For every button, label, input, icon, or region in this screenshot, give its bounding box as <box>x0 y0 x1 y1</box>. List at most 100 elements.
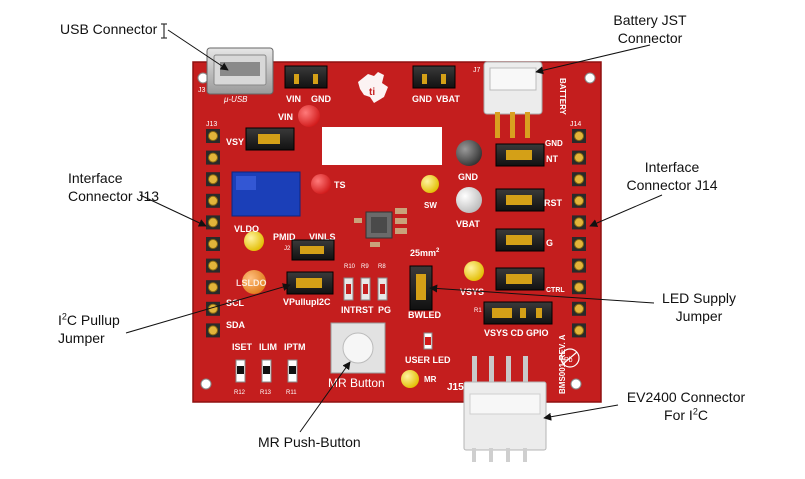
j14-pin-contact-6 <box>574 239 584 249</box>
j14-leader <box>589 194 663 227</box>
nt-label: NT <box>546 154 558 164</box>
vsys-tp-label: VSYS <box>460 287 484 297</box>
g-label: G <box>546 238 553 248</box>
j14-pin-contact-1 <box>574 131 584 141</box>
size-mark: 25mm2 <box>410 248 440 258</box>
battery-label: BATTERY <box>558 78 567 116</box>
ctrl-label: CTRL <box>546 287 565 294</box>
callout-battery-jst: Battery JST Connector <box>612 11 688 47</box>
callout-usb-connector: USB Connector <box>60 20 157 38</box>
j14-pin-contact-7 <box>574 260 584 271</box>
interface-header-j13 <box>206 129 220 338</box>
blue-potentiometer <box>231 171 301 217</box>
lsldo-led <box>242 270 266 294</box>
gnd-test-point <box>456 140 482 166</box>
vinls-label: VINLS <box>309 232 336 242</box>
lsldo-label: LSLDO <box>236 278 267 288</box>
callout-battery-line1: Battery JST <box>613 12 687 28</box>
led-supply-leader <box>429 284 655 304</box>
callout-j14-line1: Interface <box>644 159 700 175</box>
vbat-tp-label: VBAT <box>456 219 480 229</box>
ev2400-leader <box>543 404 619 421</box>
j13-pin-contact-7 <box>208 260 218 271</box>
mr-push-button <box>330 322 386 374</box>
ev2400-sup: 2 <box>692 406 698 417</box>
callout-ev2400: EV2400 Connector For I2C <box>618 388 754 424</box>
callout-battery-line2: Connector <box>617 30 683 46</box>
vin-led-label: VIN <box>278 112 293 122</box>
usb-label: μ-USB <box>223 95 248 104</box>
vsys-label: VSY <box>226 137 244 147</box>
mr-test-point <box>401 370 419 388</box>
j13-label: J13 <box>206 121 217 128</box>
callout-led-supply: LED Supply Jumper <box>654 289 744 325</box>
callout-i2c-pullup-line2: Jumper <box>58 330 105 346</box>
j13-pin-contact-10 <box>208 325 218 336</box>
sw-test-point <box>421 175 439 193</box>
callout-lines <box>125 29 663 433</box>
j14-pin-contact-2 <box>574 152 584 163</box>
callout-i2c-pullup: I2C Pullup Jumper <box>58 311 120 347</box>
r9-label: R9 <box>361 264 369 270</box>
j13-pin-contact-1 <box>208 131 218 141</box>
callout-usb-text: USB Connector <box>60 21 158 37</box>
j13-pin-contact-8 <box>208 282 218 293</box>
j14-label: J14 <box>570 121 581 128</box>
pb-free-icon: Pb <box>560 348 580 368</box>
r10-label: R10 <box>344 264 356 270</box>
battery-jst-connector <box>483 61 543 138</box>
callout-i2c-pullup-line1: I2C Pullup <box>58 311 120 329</box>
j13-pin-contact-5 <box>208 217 218 228</box>
gnd-j14-label: GND <box>545 139 563 148</box>
callout-led-supply-line2: Jumper <box>675 308 723 324</box>
text-cursor-icon <box>161 23 167 39</box>
mr-button-label: MR Button <box>328 376 385 390</box>
j13-pin-contact-4 <box>208 195 218 206</box>
user-led-resistor-band <box>425 337 431 345</box>
vldo-test-point <box>244 231 264 251</box>
i2c-suffix: C Pullup <box>66 312 120 328</box>
current-set-resistors <box>235 359 298 383</box>
ev2400-suffix: C <box>697 407 708 423</box>
svg-text:ti: ti <box>369 87 375 98</box>
r13-label: R13 <box>260 390 272 396</box>
callout-ev2400-line1: EV2400 Connector <box>626 389 746 405</box>
j14-pin-contact-10 <box>574 325 584 336</box>
mounting-holes <box>197 72 596 390</box>
vin-label: VIN <box>286 94 301 104</box>
j14-pin-contact-4 <box>574 195 584 206</box>
callout-interface-j14: Interface Connector J14 <box>624 158 720 194</box>
j13-pin-contact-2 <box>208 152 218 163</box>
j2-label: J2 <box>284 246 291 252</box>
scl-label: SCL <box>226 298 245 308</box>
sda-label: SDA <box>226 320 246 330</box>
r12-label: R12 <box>234 390 246 396</box>
rst-label: RST <box>544 198 563 208</box>
usb-connector <box>206 47 274 95</box>
sw-label: SW <box>424 201 437 210</box>
r1-label: R1 <box>474 308 482 314</box>
vsys-cd-gpio-jumper <box>483 301 553 325</box>
i2c-pullup-leader <box>125 283 291 334</box>
callout-j13-line1: Interface <box>68 170 123 186</box>
j7-label: J7 <box>473 67 481 74</box>
pg-label: PG <box>378 305 391 315</box>
j3-label: J3 <box>198 87 206 94</box>
callout-led-supply-line1: LED Supply <box>662 290 736 306</box>
ilim-label: ILIM <box>259 342 277 352</box>
gnd-vbat-header <box>412 65 456 89</box>
j14-pin-contact-9 <box>574 303 584 314</box>
vbat-label: VBAT <box>436 94 460 104</box>
r11-label: R11 <box>286 390 297 396</box>
vin-gnd-header <box>284 65 328 89</box>
r8-label: R8 <box>378 264 386 270</box>
ev2400-connector <box>463 356 547 462</box>
vsys-test-point <box>464 261 484 281</box>
right-jumpers <box>495 143 545 291</box>
j14-pin-contact-3 <box>574 174 584 185</box>
callout-interface-j13: Interface Connector J13 <box>68 169 159 205</box>
vpullup-label: VPullupI2C <box>283 297 331 307</box>
j14-pin-contact-5 <box>574 217 584 228</box>
mr-label: MR <box>424 375 437 384</box>
